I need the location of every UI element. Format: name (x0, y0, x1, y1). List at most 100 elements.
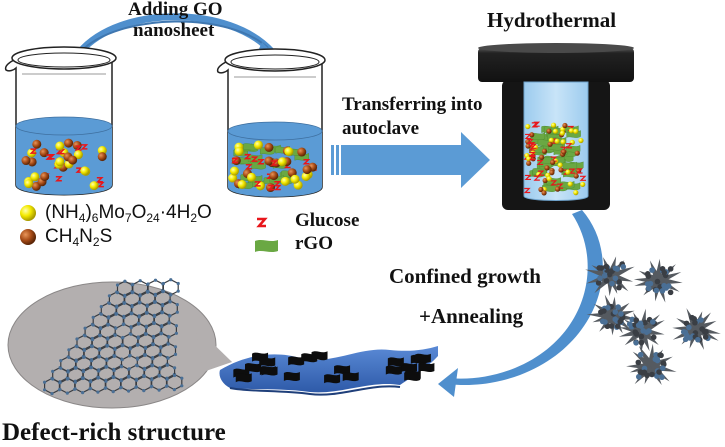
nanoflower-atom (612, 309, 619, 315)
lattice-atom (144, 332, 148, 336)
lattice-atom (153, 300, 157, 304)
mos2-flake (385, 365, 402, 375)
glucose-chain (257, 159, 265, 165)
lattice-atom (146, 282, 150, 286)
lattice-atom (74, 366, 78, 370)
glucose-chain (533, 175, 541, 181)
nanoflower (618, 308, 665, 354)
nanoflower-atom (612, 275, 619, 282)
molybdate-particle (546, 176, 552, 182)
lattice-atom (106, 337, 110, 341)
nanoflower-atom (637, 351, 644, 358)
lattice-atom (165, 377, 169, 381)
lattice-atom (123, 294, 127, 298)
transfer-label-2: autoclave (342, 118, 420, 139)
lattice-atom (169, 278, 173, 282)
lattice-atom (136, 336, 140, 340)
nanoflower-atom (596, 265, 603, 271)
lattice-atom (175, 310, 179, 314)
lattice-atom (105, 358, 109, 362)
lattice-atom (173, 352, 178, 356)
glucose-chain (29, 148, 38, 154)
thiourea-particle (541, 148, 548, 154)
lattice-atom (105, 344, 110, 348)
lattice-atom (122, 315, 126, 320)
lattice-atom (75, 345, 79, 349)
lattice-atom (150, 378, 154, 382)
confined-growth-arrow (438, 210, 603, 397)
lattice-atom (165, 363, 170, 367)
lattice-atom (98, 333, 102, 337)
glucose-chain (537, 170, 545, 176)
glucose-chain (267, 184, 276, 191)
molybdate-particle (247, 172, 257, 182)
lattice-atom (173, 366, 177, 370)
glucose-chain (243, 153, 252, 160)
lattice-atom (89, 380, 93, 384)
molybdate-particle (568, 128, 575, 134)
nanoflower-atom (702, 334, 709, 340)
lattice-atom (153, 278, 158, 282)
lattice-atom (158, 367, 162, 371)
mos2-flake (414, 353, 431, 363)
nanoflower-atom (601, 308, 607, 314)
lattice-atom (180, 384, 184, 388)
nanoflower-atom (667, 289, 674, 296)
rgo-flake (530, 132, 546, 141)
thiourea-particle (32, 139, 42, 149)
molybdate-particle (234, 146, 244, 156)
nanoflower (672, 308, 721, 350)
defect-rich-label: Defect-rich structure (2, 419, 226, 446)
lattice-atom (115, 291, 120, 295)
nanoflower-atom (609, 280, 615, 287)
glucose-chain (231, 157, 239, 164)
lattice-atom (66, 376, 70, 381)
thiourea-particle (562, 122, 568, 129)
lattice-atom (160, 325, 164, 329)
lattice-atom (83, 326, 87, 330)
nanoflower-atom (649, 267, 655, 273)
thiourea-particle (40, 171, 50, 181)
molybdate-particle (525, 123, 531, 130)
nanoflower-atom (695, 336, 701, 343)
lattice-atom (89, 365, 93, 369)
thiourea-particle (539, 154, 545, 160)
glucose-chain (244, 163, 253, 170)
nanoflower-atom (659, 365, 666, 372)
lattice-atom (66, 370, 70, 374)
nanoflower-atom (644, 372, 650, 379)
nanoflower-atom (653, 287, 660, 294)
molybdate-particle (552, 128, 559, 134)
glucose-chain (550, 180, 558, 186)
thiourea-particle (264, 156, 274, 166)
lattice-atom (81, 391, 85, 395)
lattice-atom (143, 367, 147, 372)
nanoflower-atom (603, 278, 610, 284)
lattice-atom (106, 322, 111, 327)
nanoflower-atom (657, 352, 663, 358)
beaker1-particles (21, 138, 107, 191)
molybdate-particle (565, 169, 571, 175)
molybdate-particle (548, 137, 554, 143)
lattice-atom (113, 333, 117, 337)
lattice-atom (161, 281, 165, 286)
glucose-chain (45, 154, 53, 160)
lattice-atom (115, 283, 120, 287)
thiourea-particle (264, 142, 274, 152)
glucose-chain (568, 168, 576, 174)
nanoflower-atom (645, 273, 652, 280)
nanoflower-atom (654, 356, 661, 363)
legend-rgo-icon (255, 240, 278, 252)
beaker-with-go (216, 48, 326, 198)
lattice-atom (180, 376, 184, 380)
autoclave (478, 43, 634, 210)
lattice-atom (142, 374, 147, 378)
glucose-chain (533, 121, 541, 127)
mos2-flake (235, 373, 252, 383)
lattice-atom (111, 390, 115, 394)
molybdate-particle (578, 137, 584, 144)
lattice-atom (58, 387, 62, 391)
nanoflower-atom (637, 320, 644, 327)
thiourea-particle (558, 167, 564, 173)
